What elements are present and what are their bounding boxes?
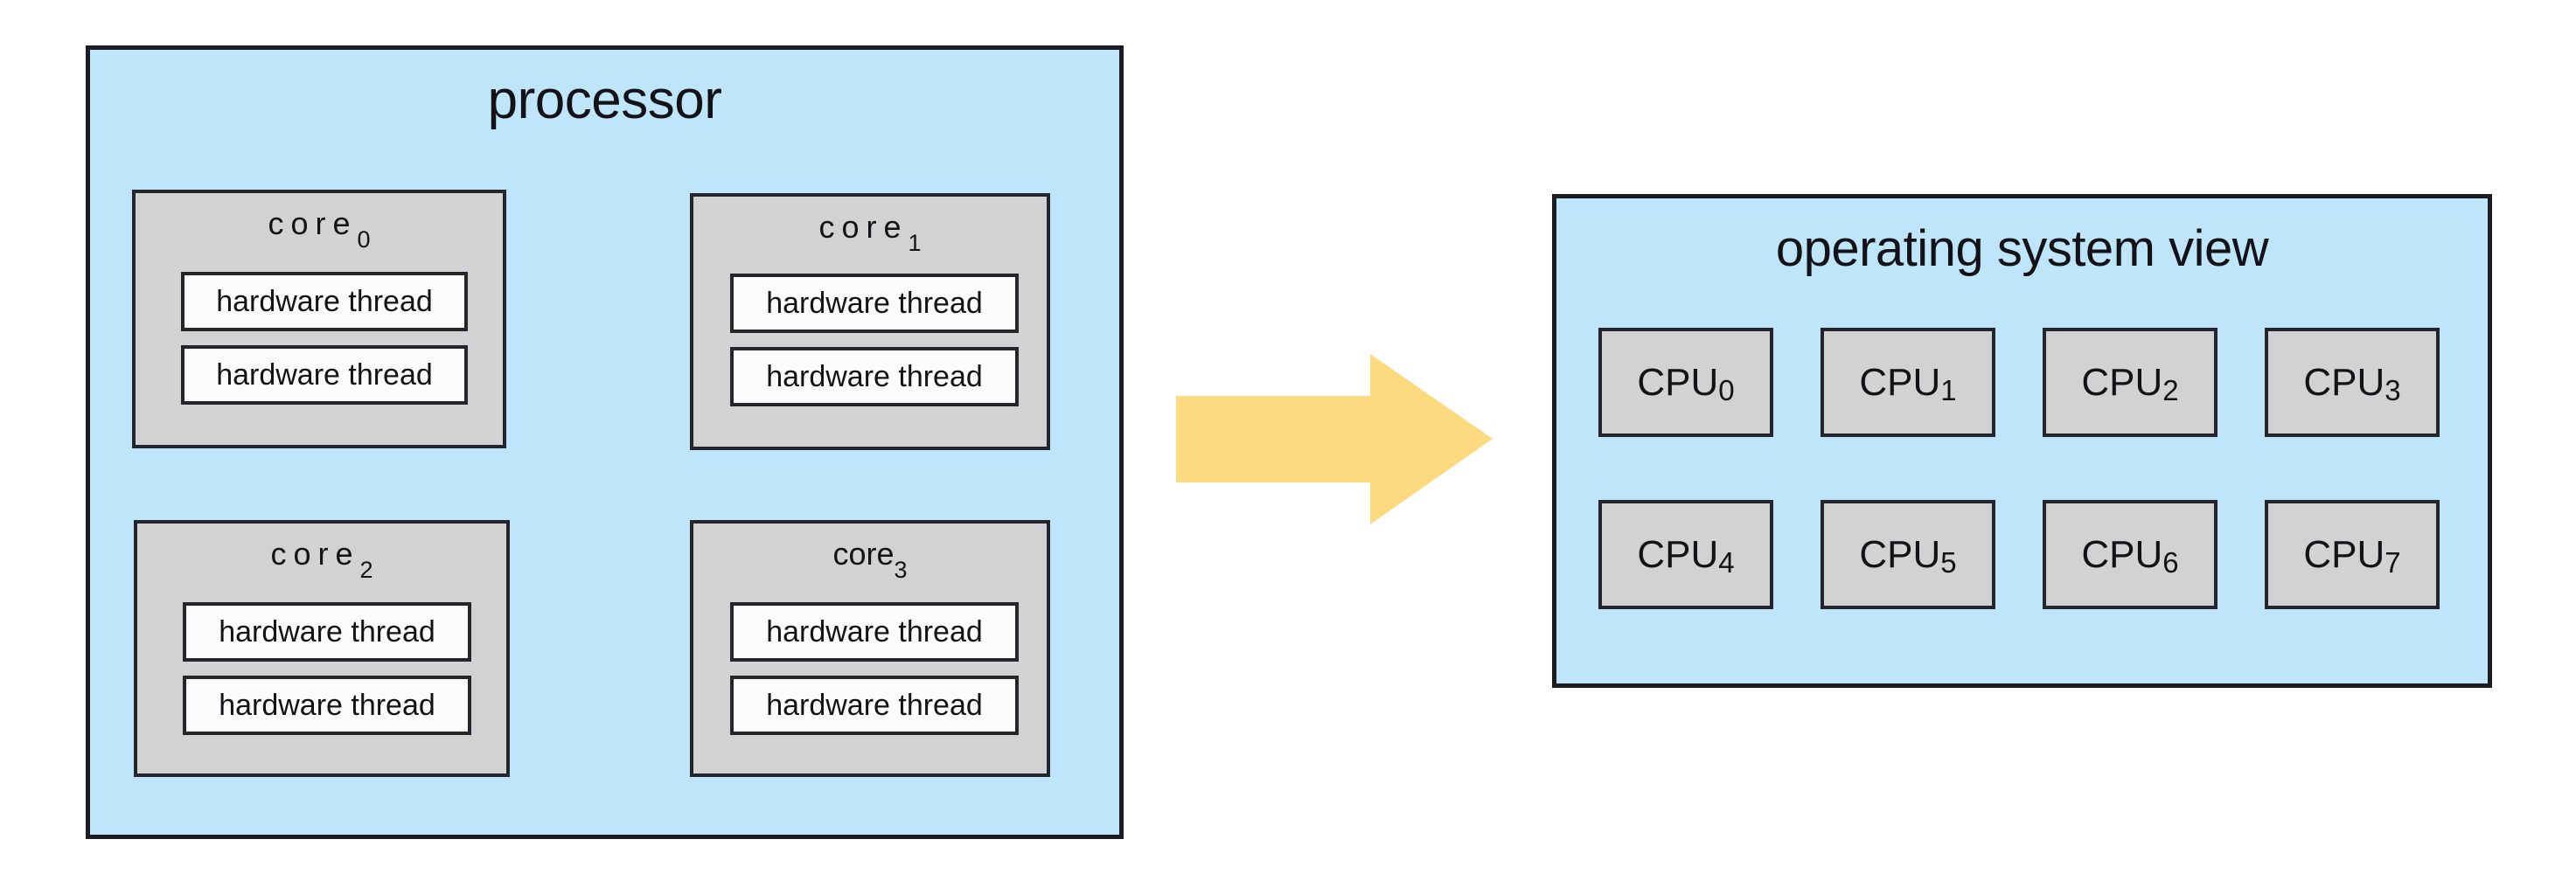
cpu-label-index-2: 2: [2162, 373, 2179, 406]
cpu-label-text-7: CPU: [2303, 532, 2385, 576]
core-label-3: core3: [693, 536, 1047, 583]
cpu-label-index-4: 4: [1718, 545, 1735, 579]
core-label-index-2: 2: [359, 557, 373, 584]
core-label-text-3: core: [832, 536, 895, 572]
cpu-label-index-1: 1: [1940, 373, 1957, 406]
core-label-1: core1: [693, 209, 1047, 256]
hardware-thread-1-1: hardware thread: [730, 347, 1019, 406]
cpu-label-index-7: 7: [2385, 545, 2401, 579]
cpu-label-text-4: CPU: [1637, 532, 1719, 576]
maps-to-arrow-icon: [1176, 354, 1493, 524]
core-label-2: core2: [137, 536, 506, 583]
cpu-label-text-6: CPU: [2081, 532, 2163, 576]
cpu-label-index-3: 3: [2385, 373, 2401, 406]
core-box-3: core3 hardware thread hardware thread: [690, 520, 1050, 777]
core-label-text-2: core: [270, 536, 360, 572]
hardware-thread-2-0: hardware thread: [183, 602, 471, 662]
core-label-text-1: core: [818, 209, 909, 245]
core-label-index-3: 3: [894, 557, 908, 584]
core-box-0: core0 hardware thread hardware thread: [132, 190, 506, 448]
core-label-text-0: core: [268, 205, 358, 241]
hardware-thread-2-1: hardware thread: [183, 676, 471, 735]
hardware-thread-0-0: hardware thread: [181, 272, 468, 331]
hardware-thread-0-1: hardware thread: [181, 345, 468, 405]
cpu-label-text-2: CPU: [2081, 360, 2163, 404]
operating-system-view-title: operating system view: [1775, 220, 2269, 277]
processor-panel: processor core0 hardware thread hardware…: [86, 45, 1124, 839]
cpu-label-index-6: 6: [2162, 545, 2179, 579]
cpu-label-text-5: CPU: [1859, 532, 1941, 576]
cpu-label-index-5: 5: [1940, 545, 1957, 579]
cpu-label-text-0: CPU: [1637, 360, 1719, 404]
core-label-0: core0: [136, 205, 503, 253]
hardware-thread-3-1: hardware thread: [730, 676, 1019, 735]
core-label-index-1: 1: [908, 230, 922, 257]
cpu-label-text-3: CPU: [2303, 360, 2385, 404]
core-box-1: core1 hardware thread hardware thread: [690, 193, 1050, 450]
hardware-thread-1-0: hardware thread: [730, 274, 1019, 333]
core-label-index-0: 0: [357, 226, 371, 253]
cpu-label-index-0: 0: [1718, 373, 1735, 406]
hardware-thread-3-0: hardware thread: [730, 602, 1019, 662]
cpu-label-text-1: CPU: [1859, 360, 1941, 404]
processor-title: processor: [487, 70, 722, 130]
core-box-2: core2 hardware thread hardware thread: [134, 520, 510, 777]
